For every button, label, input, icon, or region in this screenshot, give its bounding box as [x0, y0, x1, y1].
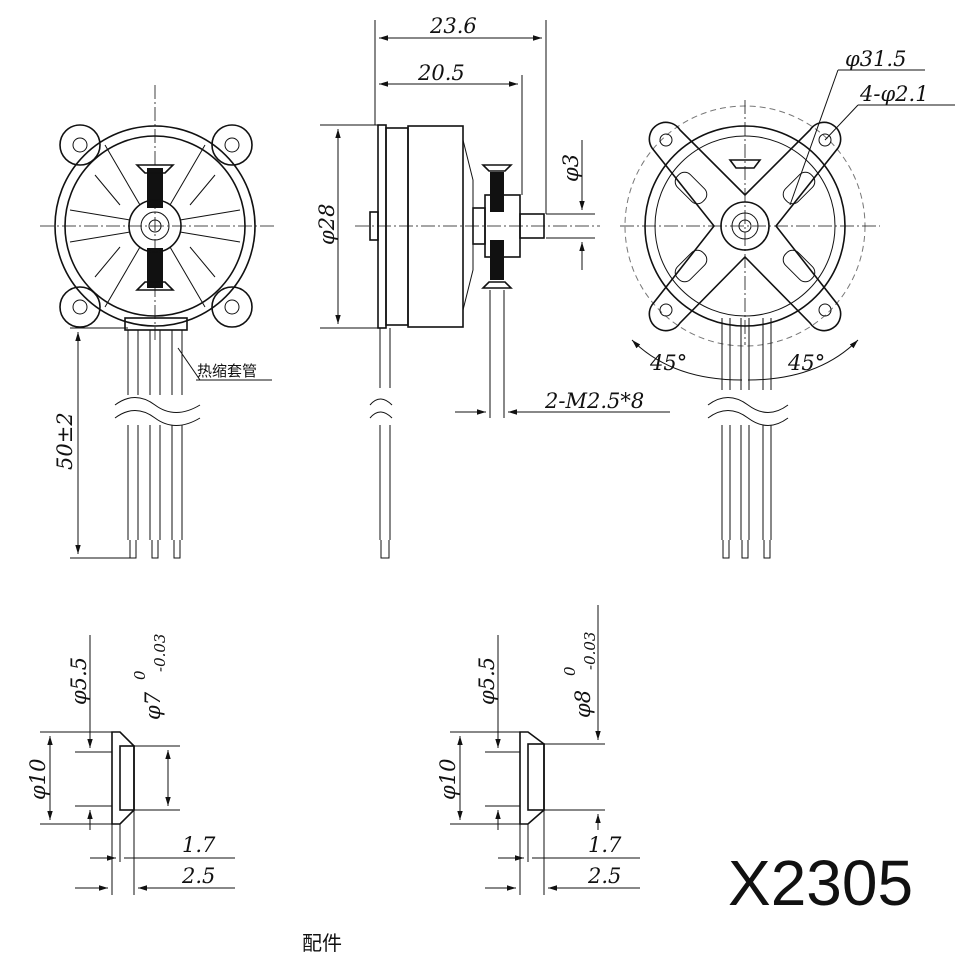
mount-holes-dim: 4-φ2.1	[859, 82, 929, 106]
side-view: 23.6 20.5 φ28 φ3 2-M2.5*8	[315, 14, 670, 559]
right-total-length: 2.5	[587, 864, 621, 888]
right-flange-thickness: 1.7	[588, 833, 622, 857]
right-flange-diameter: φ10	[436, 759, 460, 800]
body-diameter-dim: φ28	[315, 204, 339, 245]
x-mount-arms	[648, 121, 842, 332]
shaft-diameter-dim: φ3	[559, 154, 583, 182]
left-flange-diameter: φ10	[26, 759, 50, 800]
rear-wires	[707, 318, 789, 559]
wire-length-dim: 50±2	[53, 412, 77, 470]
left-shaft-fit-upper: 0	[131, 670, 149, 680]
heat-shrink-label: 热缩套管	[197, 362, 257, 380]
left-flange-thickness: 1.7	[182, 833, 216, 857]
angle-left-dim: 45°	[649, 351, 687, 375]
wires	[114, 330, 201, 559]
adapter-right: φ10 φ5.5 φ8 0 -0.03 1.7 2.5	[436, 605, 640, 895]
left-shaft-fit: φ7	[141, 691, 165, 720]
left-shaft-fit-lower: -0.03	[151, 634, 169, 672]
front-view: 热缩套管 50±2	[40, 85, 275, 559]
angle-right-dim: 45°	[787, 351, 825, 375]
rear-view: 45° 45° φ31.5 4-φ2.1	[620, 47, 955, 559]
right-shaft-fit-upper: 0	[561, 666, 579, 676]
model-title: X2305	[728, 847, 913, 919]
overall-length-dim: 23.6	[429, 14, 477, 38]
body-length-dim: 20.5	[417, 61, 465, 85]
right-shaft-fit: φ8	[571, 690, 595, 718]
screws-dim: 2-M2.5*8	[544, 389, 644, 413]
right-shaft-fit-lower: -0.03	[581, 632, 599, 670]
mount-circle-dim: φ31.5	[845, 47, 906, 71]
left-inner-diameter: φ5.5	[67, 657, 91, 705]
mounting-ears	[59, 124, 253, 328]
spokes	[69, 144, 241, 308]
left-total-length: 2.5	[181, 864, 215, 888]
right-inner-diameter: φ5.5	[475, 657, 499, 705]
accessories-label: 配件	[302, 931, 342, 955]
adapter-left: φ10 φ5.5 φ7 0 -0.03 1.7 2.5	[26, 634, 235, 895]
